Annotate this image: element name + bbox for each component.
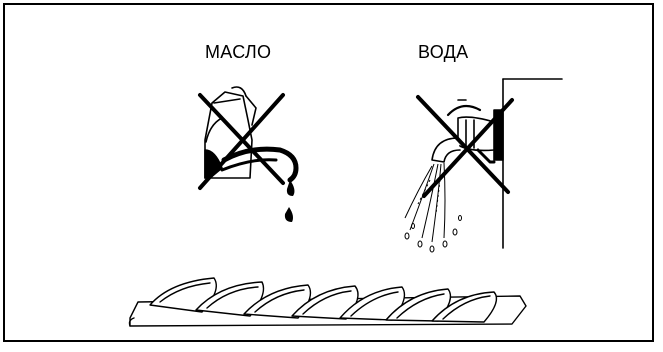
water-label: ВОДА xyxy=(418,42,469,62)
oil-can-icon xyxy=(204,86,299,183)
oil-drops xyxy=(284,180,295,222)
prohibition-cross-icon xyxy=(416,95,514,198)
water-droplets xyxy=(404,215,462,253)
wave-mat-icon xyxy=(128,277,527,327)
oil-label: МАСЛО xyxy=(205,42,272,62)
prohibition-cross-icon xyxy=(198,93,285,190)
water-spray xyxy=(404,162,446,243)
diagram-frame xyxy=(3,3,654,342)
